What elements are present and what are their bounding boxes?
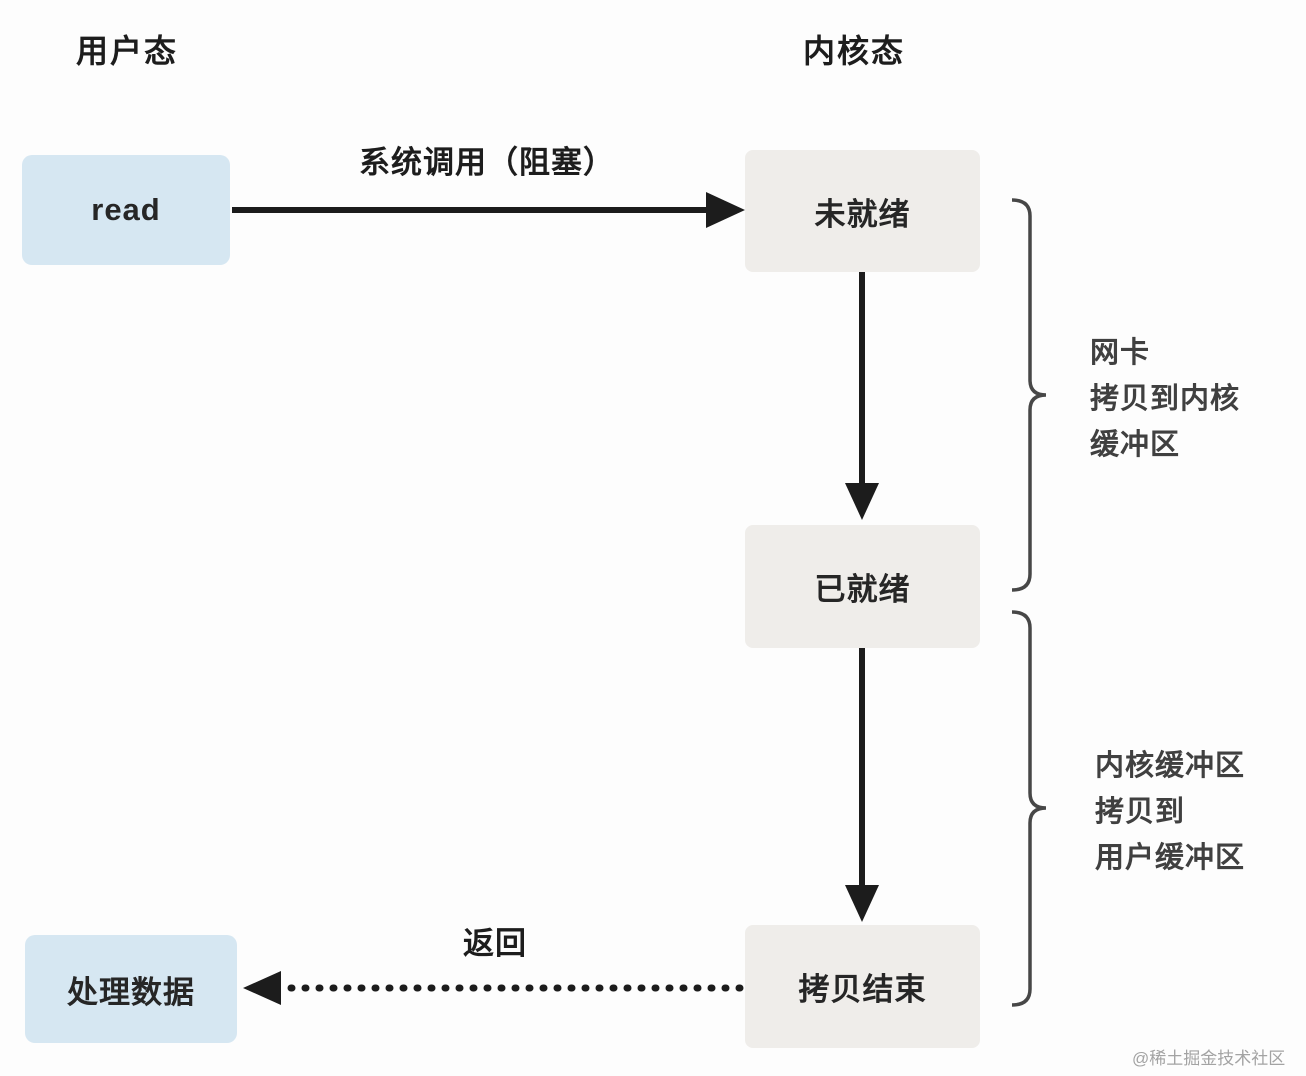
copy-done-node: 拷贝结束	[745, 925, 980, 1048]
syscall-edge-label: 系统调用（阻塞）	[359, 145, 615, 180]
kernel-copy-annotation: 内核缓冲区 拷贝到 用户缓冲区	[1095, 743, 1245, 881]
nic-copy-annotation-line2: 拷贝到内核	[1090, 383, 1241, 415]
return-arrowhead-icon	[243, 971, 281, 1005]
kernel-copy-annotation-line2: 拷贝到	[1095, 796, 1186, 828]
kernel-copy-brace	[1011, 610, 1047, 1007]
process-data-node: 处理数据	[25, 935, 237, 1043]
watermark: @稀土掘金技术社区	[1132, 1049, 1286, 1068]
not-ready-to-ready-arrowhead-icon	[845, 483, 879, 520]
read-node: read	[22, 155, 230, 265]
not-ready-node: 未就绪	[745, 150, 980, 272]
ready-node: 已就绪	[745, 525, 980, 648]
ready-to-copy-done-arrowhead-icon	[845, 885, 879, 922]
kernel-mode-label: 内核态	[803, 33, 906, 69]
nic-copy-brace	[1011, 198, 1047, 592]
nic-copy-annotation-line3: 缓冲区	[1090, 429, 1181, 461]
kernel-copy-annotation-line1: 内核缓冲区	[1095, 750, 1246, 782]
syscall-arrowhead-icon	[706, 192, 745, 228]
user-mode-label: 用户态	[76, 33, 179, 69]
return-edge-label: 返回	[463, 926, 527, 961]
kernel-copy-annotation-line3: 用户缓冲区	[1095, 842, 1246, 874]
nic-copy-annotation: 网卡 拷贝到内核 缓冲区	[1090, 330, 1240, 468]
nic-copy-annotation-line1: 网卡	[1090, 337, 1151, 369]
